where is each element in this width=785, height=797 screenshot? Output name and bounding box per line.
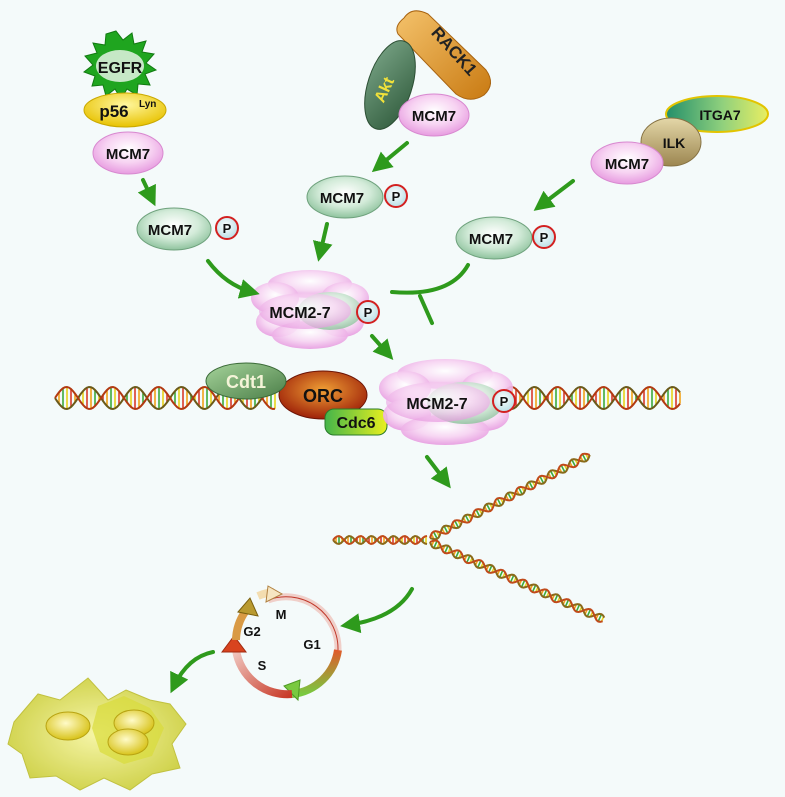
- mcm7-p-label-middle: MCM7: [320, 190, 364, 207]
- arrow: [137, 178, 156, 207]
- mcm2-7-label-upper: MCM2-7: [269, 305, 330, 322]
- svg-text:P: P: [540, 230, 549, 245]
- arrow: [340, 587, 414, 634]
- cdt1-label: Cdt1: [226, 372, 266, 392]
- p56-label: p56: [99, 102, 128, 121]
- svg-text:P: P: [500, 394, 509, 409]
- phospho-icon: [215, 216, 239, 240]
- ilk-label: ILK: [663, 135, 686, 151]
- cdc6-label: Cdc6: [336, 415, 375, 432]
- phospho-icon: [492, 389, 516, 413]
- arrow: [425, 455, 451, 489]
- phase-label: G2: [243, 624, 260, 639]
- arrow: [533, 179, 575, 211]
- phase-label: S: [258, 658, 267, 673]
- mcm2-7-complex-dna: MCM2-7 P: [379, 359, 516, 445]
- mcm7-label-itga7: MCM7: [605, 156, 649, 173]
- phospho-icon: [356, 300, 380, 324]
- itga7-shape: [665, 95, 769, 133]
- pre-replication-complex: ORC Cdt1 Cdc6: [205, 362, 388, 436]
- mcm7-itga7: MCM7: [590, 141, 664, 185]
- phase-label: M: [276, 607, 287, 622]
- svg-text:p56: p56: [99, 102, 128, 121]
- cell-cycle-wheel: M G1 S G2: [221, 585, 342, 702]
- itga7-label: ITGA7: [699, 107, 740, 123]
- arrow: [170, 650, 215, 694]
- lyn-label: Lyn: [139, 99, 156, 110]
- svg-text:P: P: [364, 305, 373, 320]
- mcm7-phospho-left: MCM7 P: [136, 207, 239, 251]
- replication-fork: [332, 452, 606, 623]
- pathway-arrows: [137, 141, 575, 694]
- cell-nucleus: [107, 728, 149, 756]
- proliferating-cells: [7, 677, 187, 791]
- orc-shape: [278, 370, 368, 420]
- mcm7-label-egfr: MCM7: [106, 146, 150, 163]
- egfr-label: EGFR: [98, 60, 143, 77]
- cdt1-shape: [205, 362, 287, 400]
- arrow: [370, 334, 394, 360]
- svg-text:P: P: [223, 221, 232, 236]
- dna-double-helix: [54, 385, 681, 411]
- arrow: [312, 222, 333, 262]
- phospho-icon: [532, 225, 556, 249]
- p56lyn-shape: [83, 92, 167, 128]
- svg-text:P: P: [392, 189, 401, 204]
- egfr-complex: EGFR p56 Lyn: [82, 30, 167, 128]
- arrow-inhibition: [390, 263, 470, 325]
- mcm7-phospho-right: MCM7 P: [455, 216, 556, 260]
- arrow: [371, 141, 409, 173]
- arrow: [206, 259, 260, 299]
- orc-label: ORC: [303, 386, 343, 406]
- mcm7-p-label-right: MCM7: [469, 231, 513, 248]
- mcm7-p-label-left: MCM7: [148, 222, 192, 239]
- mcm7-akt: MCM7: [398, 93, 470, 137]
- mcm7-egfr: MCM7: [92, 131, 164, 175]
- mcm7-label-akt: MCM7: [412, 108, 456, 125]
- mcm2-7-complex-upper: MCM2-7 P: [251, 270, 380, 349]
- mcm7-phospho-middle: MCM7 P: [306, 175, 408, 219]
- mcm2-7-label-dna: MCM2-7: [406, 396, 467, 413]
- phospho-icon: [384, 184, 408, 208]
- rack1-shape: [396, 10, 491, 100]
- cell-nucleus: [45, 711, 91, 741]
- phase-label: G1: [303, 637, 320, 652]
